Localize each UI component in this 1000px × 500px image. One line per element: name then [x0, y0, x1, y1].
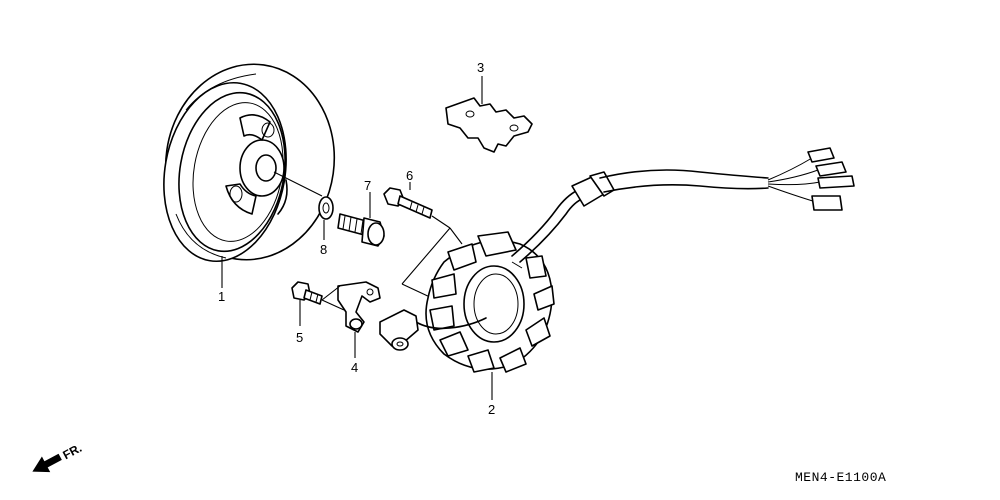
cover-plate: [445, 97, 533, 153]
flange-bolt: [337, 213, 385, 247]
callout-3: 3: [477, 60, 484, 75]
pulser-coil: [379, 309, 419, 351]
callout-6: 6: [406, 168, 413, 183]
callout-1: 1: [218, 289, 225, 304]
wire-harness: [415, 147, 855, 330]
callout-4: 4: [351, 360, 358, 375]
front-direction-indicator: FR.: [32, 441, 84, 473]
front-label: FR.: [60, 441, 84, 462]
callout-7: 7: [364, 178, 371, 193]
stator-bolt: [383, 187, 451, 229]
wire-clamp: [337, 281, 381, 333]
clamp-bolt: [291, 281, 345, 311]
stator: [401, 227, 555, 373]
front-arrow-icon: [32, 453, 62, 473]
callouts: 1 2 3 4 5 6 7 8: [218, 60, 495, 417]
washer: [318, 196, 334, 220]
callout-8: 8: [320, 242, 327, 257]
callout-5: 5: [296, 330, 303, 345]
callout-2: 2: [488, 402, 495, 417]
flywheel: [163, 63, 336, 263]
drawing-code: MEN4-E1100A: [795, 470, 886, 485]
